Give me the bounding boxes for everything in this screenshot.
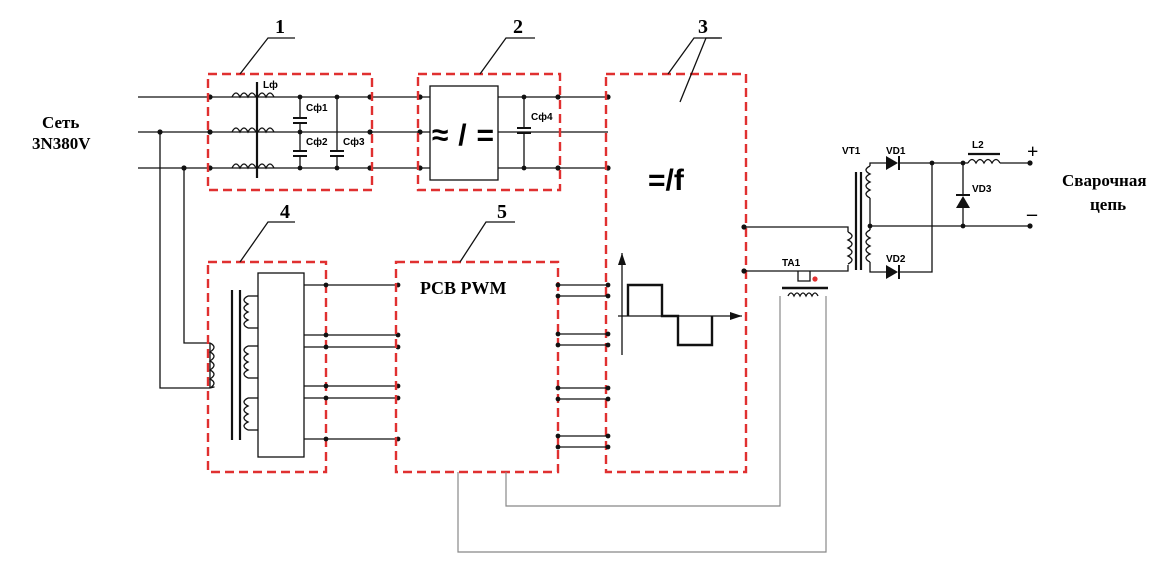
cf2-label: Cф2 — [306, 136, 328, 148]
vd1-label: VD1 — [886, 146, 906, 157]
vd3-label: VD3 — [972, 184, 992, 195]
cf1-label: Cф1 — [306, 102, 328, 114]
output-label-line2: цепь — [1090, 195, 1126, 214]
block-2-number: 2 — [513, 16, 523, 38]
output-stage: TA1 VT1 VD1 VD2 L2 — [741, 140, 1038, 298]
pwm-to-inverter-wires — [555, 282, 611, 450]
plus-sign: + — [1027, 141, 1038, 163]
output-label-line1: Сварочная — [1062, 171, 1147, 190]
ta1-label: TA1 — [782, 258, 801, 269]
cf3-label: Cф3 — [343, 136, 365, 148]
minus-sign: – — [1026, 203, 1038, 225]
aux-transformer-feed — [159, 132, 210, 389]
vt1-label: VT1 — [842, 146, 861, 157]
block-1-number: 1 — [275, 16, 285, 38]
l2-label: L2 — [972, 140, 984, 151]
vd2-label: VD2 — [886, 254, 906, 265]
block-1-emi-filter: Lф Cф1 Cф2 Cф3 1 — [206, 16, 374, 192]
block-3-number: 3 — [698, 16, 708, 38]
block-3-inverter: =/f 3 — [604, 16, 748, 474]
block-2-rectifier: ≈/= Cф4 2 — [416, 16, 562, 192]
lf-label: Lф — [263, 79, 278, 91]
rectifier-symbol: ≈/= — [432, 119, 494, 152]
mains-lines — [138, 94, 611, 171]
block-4-number: 4 — [280, 201, 290, 223]
inverter-symbol: =/f — [648, 164, 685, 197]
current-feedback-loop — [457, 296, 827, 553]
aux-to-pwm-wires — [304, 282, 401, 442]
mains-label-line1: Сеть — [42, 113, 79, 132]
block-4-aux-transformer: 4 — [206, 201, 328, 474]
mains-label-line2: 3N380V — [32, 134, 91, 153]
block-5-number: 5 — [497, 201, 507, 223]
pwm-label: PCB PWM — [420, 278, 506, 298]
block-5-pwm-controller: PCB PWM 5 — [394, 201, 560, 474]
cf4-label: Cф4 — [531, 111, 553, 123]
